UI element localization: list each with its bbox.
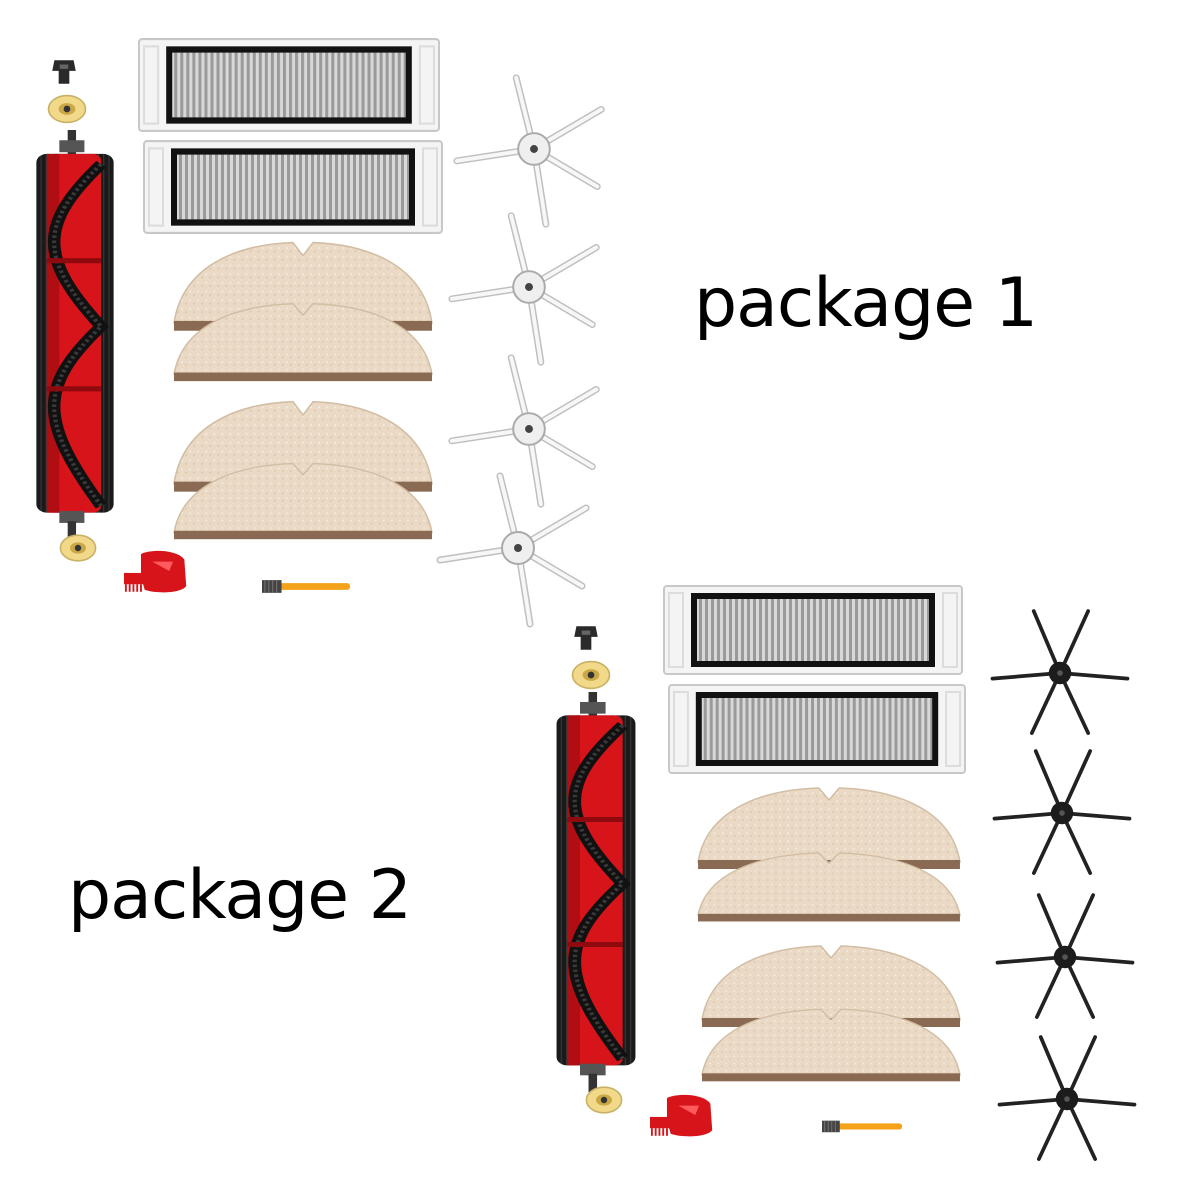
side-brush-white — [457, 78, 601, 224]
hepa-filter — [663, 585, 963, 675]
main-roller-brush — [557, 692, 636, 1092]
side-brush-white — [452, 216, 596, 362]
side-brush-black — [990, 609, 1130, 735]
hepa-filter — [138, 38, 440, 132]
hepa-filter — [143, 140, 443, 234]
side-brush-black — [992, 749, 1132, 875]
side-brush-white — [452, 358, 596, 504]
roller-nut — [52, 60, 76, 84]
roller-nut — [574, 626, 598, 650]
package-2-label: package 2 — [68, 856, 412, 935]
roller-end-cap — [585, 1086, 623, 1114]
side-brush-black — [997, 1035, 1137, 1161]
mop-pad — [697, 787, 961, 870]
package-1-contents — [36, 38, 601, 624]
mop-pad — [701, 945, 961, 1028]
small-brush — [822, 1120, 902, 1133]
package-1-label: package 1 — [694, 264, 1038, 343]
package-2-contents — [557, 585, 1137, 1161]
side-brush-white — [440, 476, 586, 624]
cleaning-tool — [650, 1093, 714, 1138]
roller-end-cap — [59, 534, 97, 562]
roller-end-cap — [571, 660, 611, 690]
cleaning-tool — [124, 549, 188, 594]
roller-end-cap — [47, 94, 87, 124]
small-brush — [262, 579, 350, 594]
hepa-filter — [668, 684, 966, 774]
side-brush-black — [995, 893, 1135, 1019]
main-roller-brush — [36, 130, 113, 540]
